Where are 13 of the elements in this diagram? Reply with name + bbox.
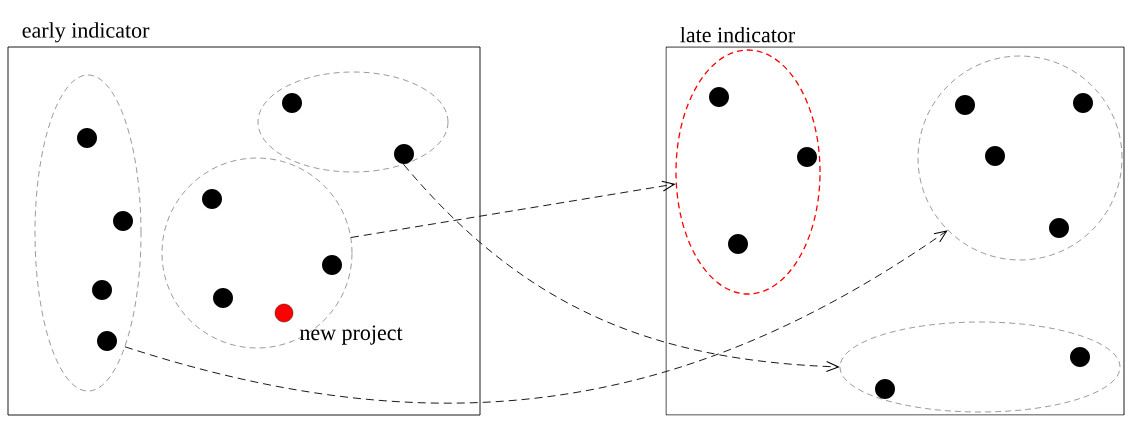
arrow xyxy=(350,180,675,238)
cluster-ellipse xyxy=(34,74,142,392)
node-label: late indicator xyxy=(680,26,796,43)
node-label: new project xyxy=(299,325,403,345)
cluster-ellipse xyxy=(839,321,1121,413)
cluster-circle xyxy=(917,55,1123,261)
cluster-ellipse xyxy=(257,71,449,173)
highlighted-point: new project xyxy=(274,303,403,345)
cluster-ellipse xyxy=(675,49,821,295)
indicator-box: late indicator xyxy=(665,26,1125,416)
arrow xyxy=(124,230,948,404)
arrow xyxy=(403,164,839,373)
node-label: early indicator xyxy=(22,22,150,43)
